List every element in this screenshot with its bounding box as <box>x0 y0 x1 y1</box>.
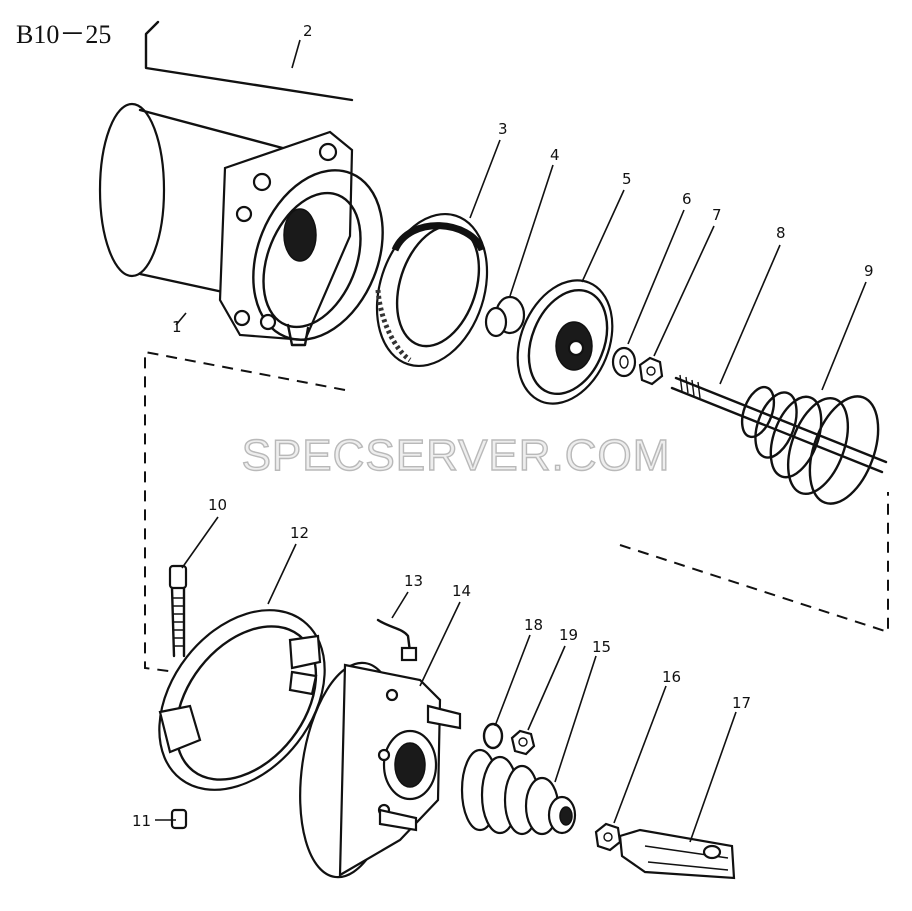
callout-11: 11 <box>132 812 151 830</box>
part-19-nut <box>510 729 536 756</box>
part-4-bushing <box>484 295 526 338</box>
callout-2: 2 <box>303 22 313 40</box>
part-11-nut <box>170 808 188 830</box>
callout-15: 15 <box>592 638 611 656</box>
callout-8: 8 <box>776 224 786 242</box>
callout-3: 3 <box>498 120 508 138</box>
part-10-bolt <box>168 564 188 658</box>
watermark: SPECSERVER.COM <box>242 431 671 480</box>
callout-17: 17 <box>732 694 751 712</box>
callout-5: 5 <box>622 170 632 188</box>
part-6-washer <box>611 346 637 378</box>
part-18-snap-ring <box>482 722 504 750</box>
part-1-cylinder-housing <box>98 102 384 347</box>
part-7-nut <box>638 356 664 386</box>
part-15-rubber-boot <box>460 748 577 836</box>
part-14-spring-brake-chamber <box>299 661 462 879</box>
callout-10: 10 <box>208 496 227 514</box>
callout-4: 4 <box>550 146 560 164</box>
callout-14: 14 <box>452 582 471 600</box>
callout-13: 13 <box>404 572 423 590</box>
part-2-hex-key <box>144 20 354 102</box>
page-label: B10－25 <box>16 20 112 49</box>
callout-7: 7 <box>712 206 722 224</box>
callout-18: 18 <box>524 616 543 634</box>
part-12-clamp-band <box>158 609 326 791</box>
part-16-nut <box>594 822 622 852</box>
callout-9: 9 <box>864 262 874 280</box>
part-8-push-rod <box>670 374 888 474</box>
leader-lines <box>155 39 867 843</box>
callout-12: 12 <box>290 524 309 542</box>
callout-6: 6 <box>682 190 692 208</box>
part-3-cup <box>375 212 489 368</box>
callout-1: 1 <box>172 318 182 336</box>
part-17-clevis <box>618 828 736 880</box>
part-13-elbow-fitting <box>376 618 418 662</box>
part-9-return-spring <box>740 385 880 505</box>
callout-19: 19 <box>559 626 578 644</box>
callout-16: 16 <box>662 668 681 686</box>
part-5-diaphragm-plate <box>516 279 614 405</box>
